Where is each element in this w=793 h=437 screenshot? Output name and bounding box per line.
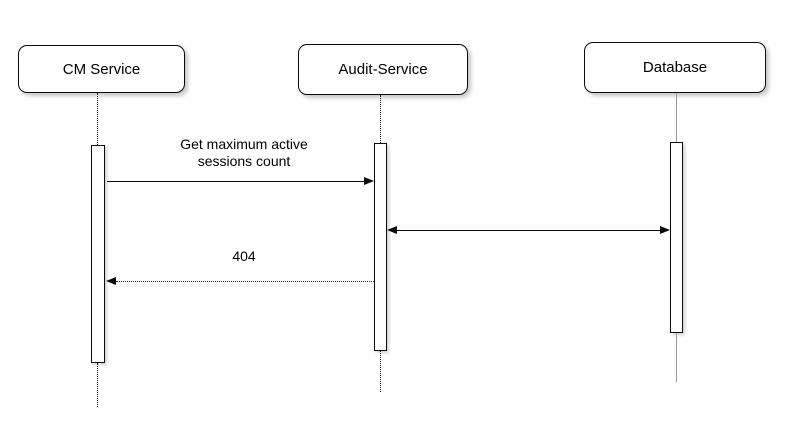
lifeline-database-lower (676, 333, 677, 382)
arrowhead-left-icon (387, 226, 397, 234)
lifeline-cm-service-lower (97, 363, 98, 407)
arrowhead-left-icon (106, 277, 116, 285)
lifeline-audit-service-lower (380, 351, 381, 392)
participant-label-database: Database (642, 59, 708, 76)
message-label-get-max-active-sessions: Get maximum active sessions count (180, 136, 308, 169)
activation-bar-audit-service (374, 143, 387, 351)
participant-box-database: Database (584, 42, 766, 93)
lifeline-audit-service-upper (380, 95, 381, 143)
arrowhead-right-icon (364, 177, 374, 185)
arrowhead-right-icon (660, 226, 670, 234)
participant-label-cm-service: CM Service (62, 60, 141, 78)
message-line-get-max-active-sessions (107, 181, 365, 182)
activation-bar-cm-service (91, 145, 105, 363)
message-line-audit-database (395, 230, 663, 231)
message-line-404 (116, 281, 374, 282)
lifeline-cm-service-upper (97, 93, 98, 145)
activation-bar-database (670, 142, 683, 333)
lifeline-database-upper (676, 93, 677, 142)
participant-label-audit-service: Audit-Service (338, 61, 428, 78)
message-label-404: 404 (232, 248, 256, 264)
participant-box-audit-service: Audit-Service (298, 44, 468, 95)
participant-box-cm-service: CM Service (18, 45, 185, 93)
